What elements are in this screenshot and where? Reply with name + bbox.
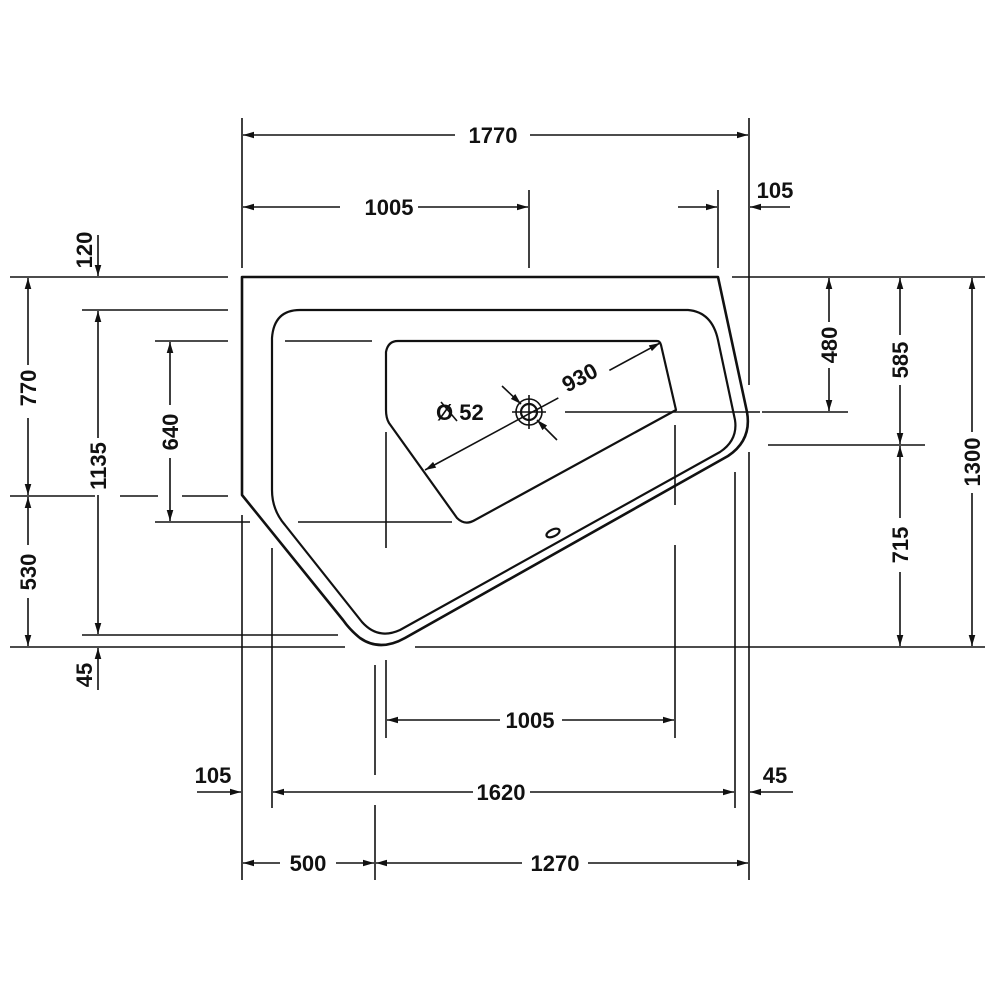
tub-outer-rim (240, 275, 750, 647)
dim-line-930 (424, 342, 661, 471)
dim-right-segment: 1270 (531, 851, 580, 876)
dim-overall-width: 1770 (469, 123, 518, 148)
dim-upper-right: 585 (888, 342, 913, 379)
extension-lines (10, 276, 985, 648)
dim-lower-right: 715 (888, 527, 913, 564)
bottom-dimensions: 1005 105 1620 45 500 1270 (195, 708, 793, 876)
dim-top-right-offset: 105 (757, 178, 794, 203)
left-dimensions: 120 770 530 1135 640 45 (16, 232, 183, 690)
top-dimensions: 1770 1005 105 (243, 123, 793, 220)
right-dimensions: 480 585 715 1300 (817, 278, 985, 646)
dim-bottom-left-offset: 105 (195, 763, 232, 788)
dim-upper-height: 770 (16, 370, 41, 407)
tub-basin (384, 339, 678, 524)
dim-basin-depth: 640 (158, 414, 183, 451)
dim-inner-depth: 1135 (86, 442, 111, 490)
dim-lower-height: 530 (16, 554, 41, 591)
dim-bottom-margin: 45 (72, 663, 97, 687)
dim-overall-height: 1300 (960, 438, 985, 487)
dim-top-basin-offset: 1005 (365, 195, 414, 220)
dim-drain-offset: 480 (817, 327, 842, 364)
overflow-hole (545, 527, 561, 539)
vertical-extension-lines (241, 118, 750, 880)
dim-top-margin: 120 (72, 232, 97, 269)
dim-left-segment: 500 (290, 851, 327, 876)
dim-bottom-right-offset: 45 (763, 763, 787, 788)
dim-inner-width: 1620 (477, 780, 526, 805)
dim-bottom-basin-width: 1005 (506, 708, 555, 733)
dim-drain-diameter: Ø 52 (436, 400, 484, 425)
tub-inner-edge (270, 308, 737, 635)
